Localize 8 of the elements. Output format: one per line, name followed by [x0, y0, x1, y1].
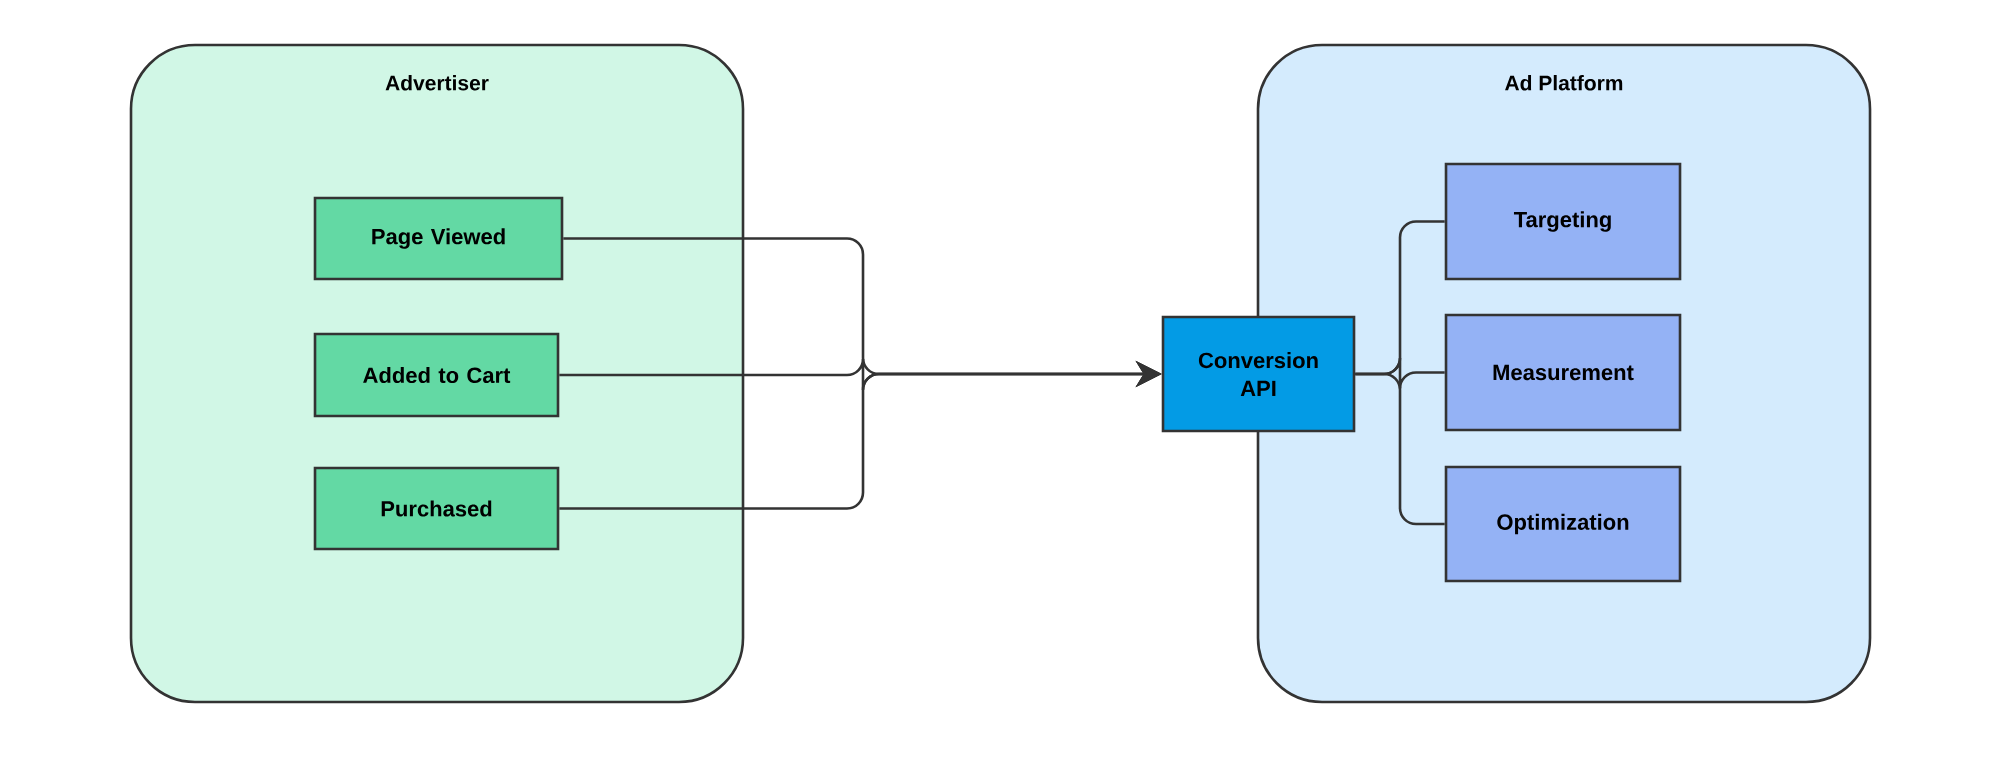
- process-box: Added to Cart: [313, 332, 560, 418]
- process-box: Targeting: [1444, 162, 1682, 281]
- process-box: Measurement: [1444, 313, 1682, 432]
- process-box: Purchased: [313, 466, 560, 551]
- process-box: Page Viewed: [313, 196, 564, 281]
- connector-line: [1355, 372, 1445, 526]
- process-box: Conversion API: [1161, 315, 1356, 433]
- process-box: Optimization: [1444, 465, 1682, 583]
